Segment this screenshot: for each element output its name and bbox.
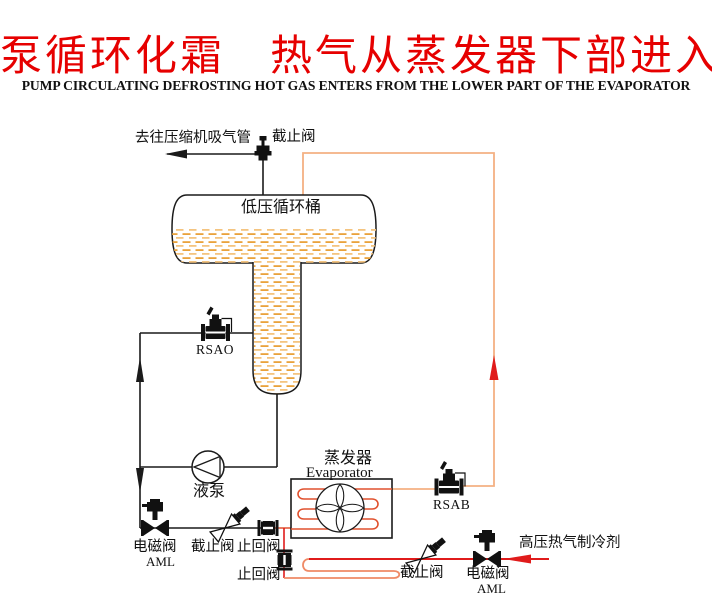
solenoid-right-model-label: AML xyxy=(477,581,506,596)
rsab-label: RSAB xyxy=(433,497,471,512)
solenoid-left-label: 电磁阀 xyxy=(133,539,177,555)
check-valve-feed-label: 止回阀 xyxy=(237,539,281,555)
rsao-label: RSAO xyxy=(196,342,235,357)
riser-down-arrow xyxy=(136,468,144,493)
page-subtitle: PUMP CIRCULATING DEFROSTING HOT GAS ENTE… xyxy=(21,78,691,93)
hotgas-loop-pipe xyxy=(284,558,401,579)
stop-valve-left-icon xyxy=(209,503,253,543)
solenoid-valve-right-icon xyxy=(473,530,501,567)
lp-circulation-tank xyxy=(171,194,377,264)
to-compressor-label: 去往压缩机吸气管 xyxy=(135,130,251,146)
solenoid-valve-left-icon xyxy=(141,499,169,536)
defrost-return-pipe xyxy=(302,152,495,487)
riser-up-arrow xyxy=(136,357,144,382)
hot-gas-inlet-label: 高压热气制冷剂 xyxy=(519,535,621,551)
hotgas-left-arrow xyxy=(503,554,531,564)
defrost-up-arrow xyxy=(489,355,499,380)
tank-liquid-level xyxy=(172,228,376,263)
stop-valve-right-label: 截止阀 xyxy=(400,565,444,581)
stop-valve-left-label: 截止阀 xyxy=(191,539,235,555)
suction-flow-arrow xyxy=(165,149,187,159)
stop-valve-top-label: 截止阀 xyxy=(272,129,316,145)
pump-icon xyxy=(191,450,225,484)
fan-icon xyxy=(315,483,365,533)
rsab-regulating-valve-icon xyxy=(433,460,466,497)
check-valve-hotgas-label: 止回阀 xyxy=(237,567,281,583)
stop-valve-top-icon xyxy=(254,136,272,161)
rsao-regulating-valve-icon xyxy=(200,305,233,342)
evaporator-unit xyxy=(290,478,393,539)
pump-label: 液泵 xyxy=(193,483,226,500)
evaporator-label-zh: 蒸发器 xyxy=(324,450,373,467)
solenoid-right-label: 电磁阀 xyxy=(466,566,510,582)
evaporator-label-en: Evaporator xyxy=(306,465,373,481)
tank-standpipe xyxy=(252,262,302,395)
tank-label: 低压循环桶 xyxy=(241,199,322,216)
solenoid-left-model-label: AML xyxy=(146,554,175,569)
page-title: 泵循环化霜 热气从蒸发器下部进入 xyxy=(0,34,712,80)
